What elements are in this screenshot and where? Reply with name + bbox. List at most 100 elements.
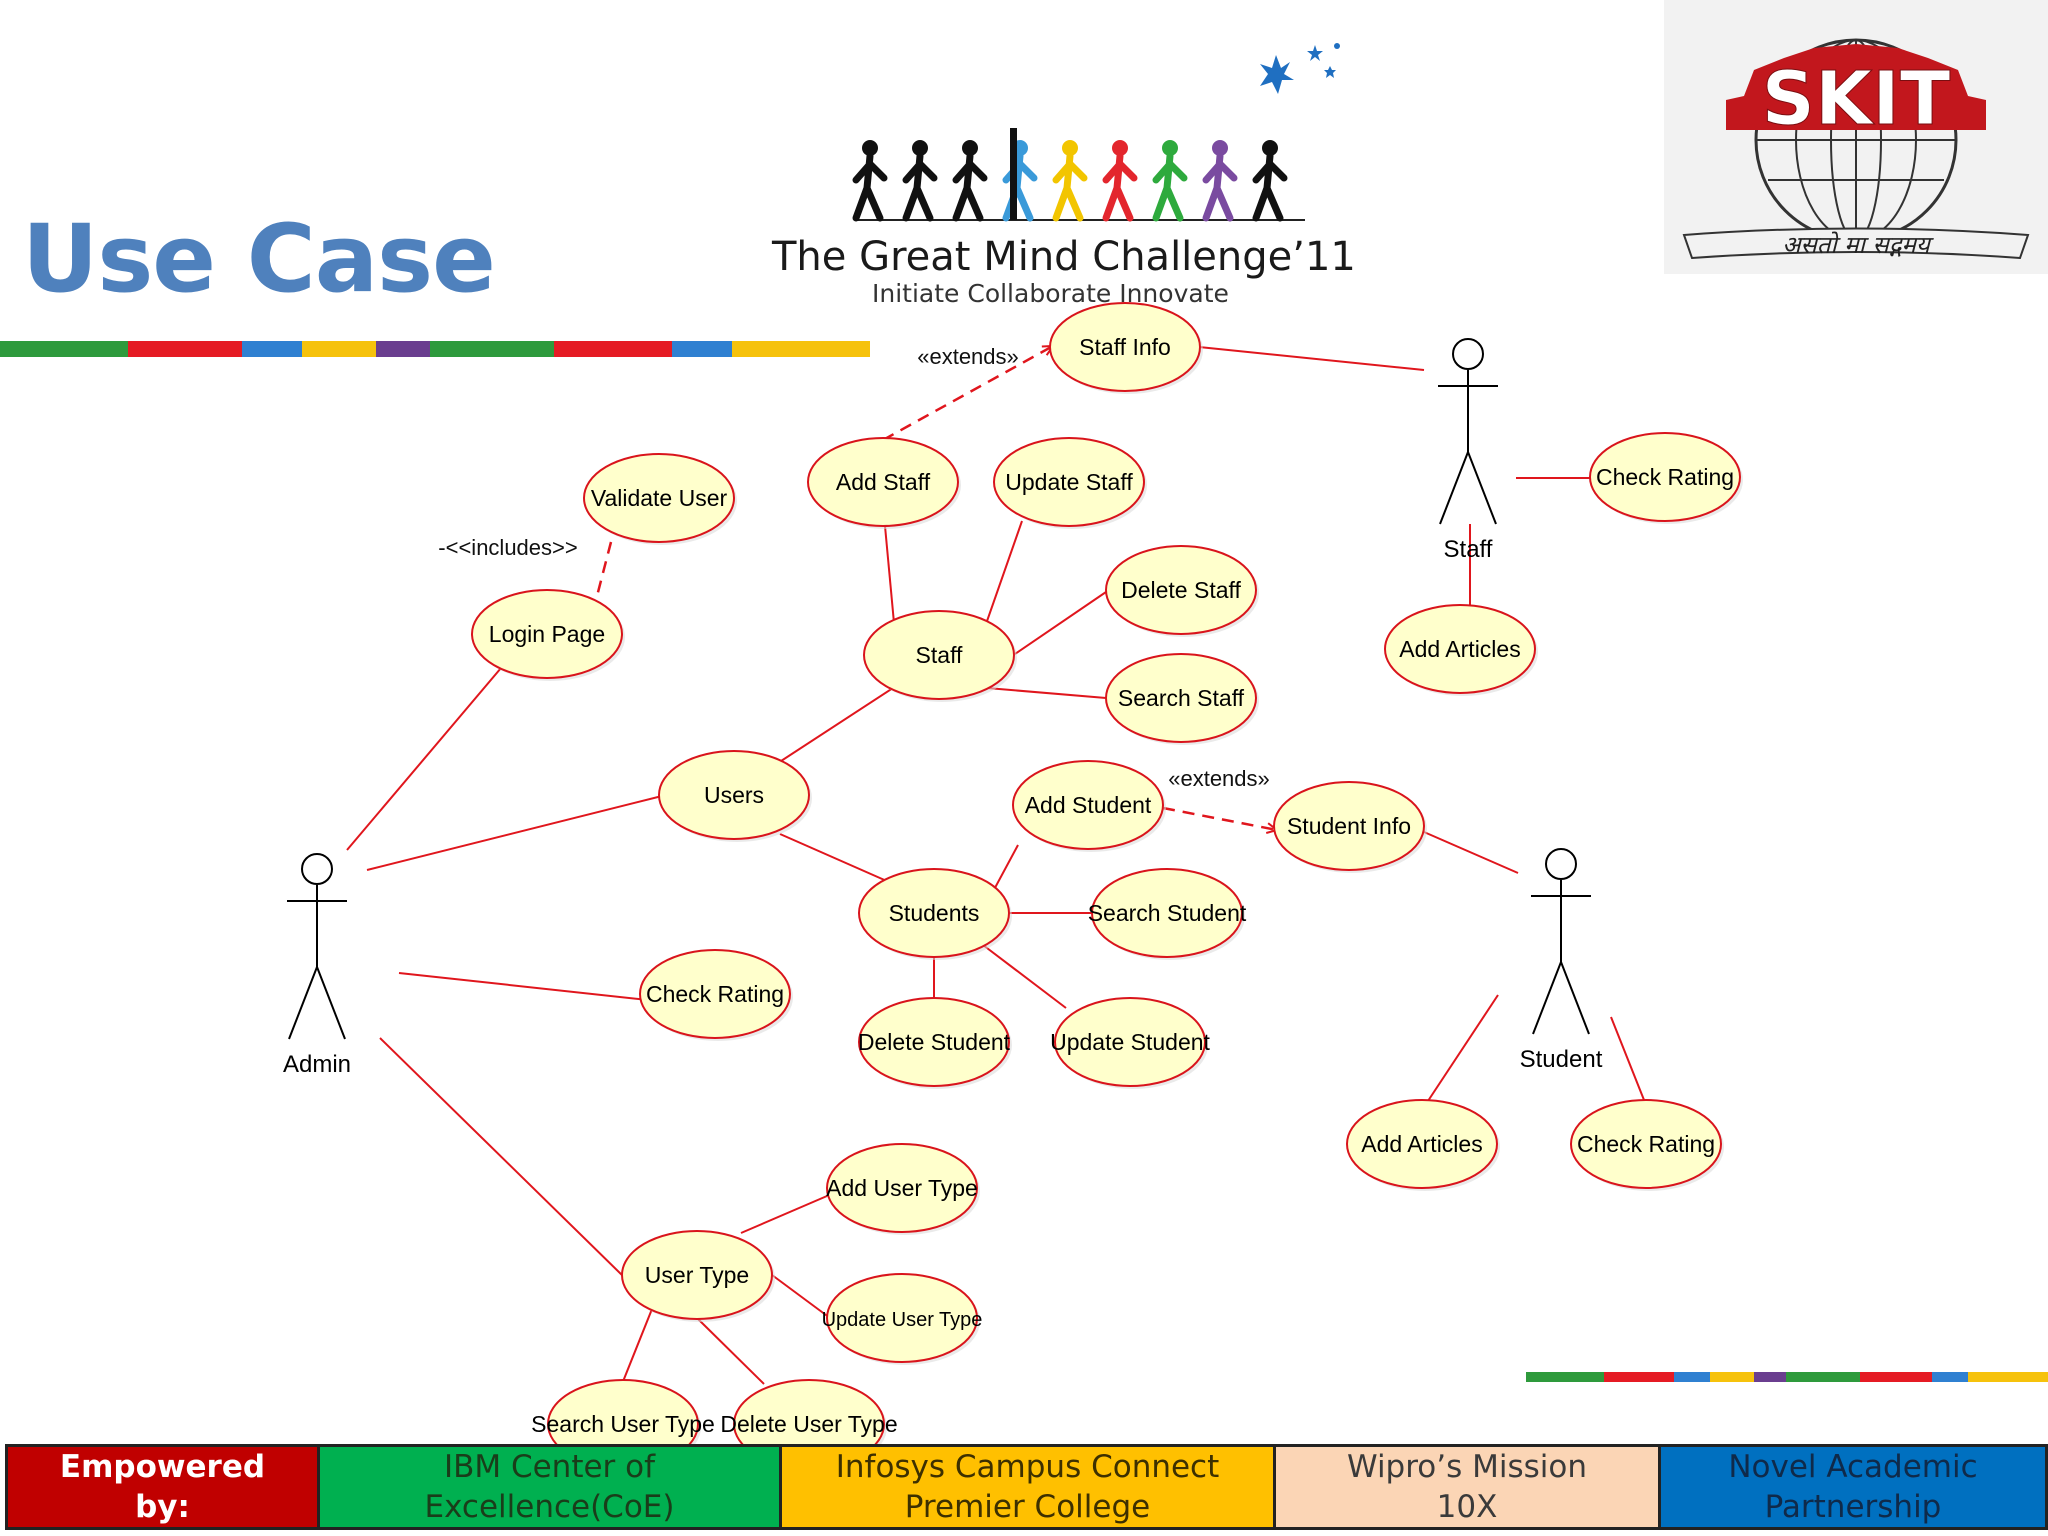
- association-line: [740, 1195, 828, 1234]
- dependency-arrow: [882, 344, 1053, 442]
- color-stripe-top: [0, 341, 870, 357]
- footer-text: Infosys Campus Connect: [835, 1448, 1220, 1485]
- use-case-delete-staff: Delete Staff: [1105, 545, 1259, 637]
- use-case-login: Login Page: [471, 589, 625, 681]
- use-case-validate: Validate User: [583, 453, 737, 545]
- use-case-check-admin: Check Rating: [639, 949, 793, 1041]
- use-case-label: Validate User: [591, 485, 728, 511]
- use-case-ellipse: [1105, 653, 1257, 743]
- use-case-update-staff: Update Staff: [993, 437, 1147, 529]
- use-case-ellipse: [993, 437, 1145, 527]
- stripe-segment: [732, 341, 870, 357]
- footer-text: Novel Academic: [1728, 1448, 1978, 1485]
- association-line: [771, 1274, 831, 1319]
- footer-text: Wipro’s Mission: [1346, 1448, 1588, 1485]
- use-case-label: Student Info: [1287, 813, 1411, 839]
- association-line: [346, 667, 502, 851]
- use-case-label: Staff Info: [1079, 334, 1171, 360]
- actor-label: Admin: [283, 1051, 351, 1078]
- star-icon: [1260, 55, 1294, 94]
- dependency-arrow: [594, 541, 613, 601]
- association-line: [986, 687, 1107, 699]
- use-case-ellipse: [1384, 604, 1536, 694]
- footer-text: Partnership: [1764, 1489, 1942, 1525]
- association-line: [884, 525, 895, 624]
- use-case-label: Login Page: [489, 621, 605, 647]
- stripe-segment: [1860, 1372, 1932, 1382]
- association-line: [1198, 346, 1425, 371]
- use-case-ellipse: [863, 610, 1015, 700]
- use-case-label: Users: [704, 782, 764, 808]
- use-case-label: Delete Staff: [1121, 577, 1241, 603]
- use-case-label: Delete Student: [858, 1029, 1011, 1055]
- footer-text: Excellence(CoE): [424, 1489, 675, 1525]
- stripe-segment: [554, 341, 672, 357]
- use-case-stu-check: Check Rating: [1570, 1099, 1724, 1191]
- use-case-search-staff: Search Staff: [1105, 653, 1259, 745]
- footer-text: 10X: [1436, 1489, 1498, 1525]
- skit-logo: SKIT असतो मा सद्गमय: [1664, 0, 2048, 274]
- stripe-segment: [128, 341, 242, 357]
- footer-text: IBM Center of: [443, 1448, 656, 1485]
- actor-student-actor: Student: [1520, 848, 1603, 1073]
- use-case-ellipse: [1105, 545, 1257, 635]
- stripe-segment: [1526, 1372, 1604, 1382]
- use-case-ellipse: [1091, 868, 1243, 958]
- skit-motto: असतो मा सद्गमय: [1782, 231, 1934, 259]
- stripe-segment: [302, 341, 376, 357]
- footer-cell: IBM Center of Excellence(CoE): [317, 1444, 779, 1530]
- association-line: [1423, 994, 1499, 1108]
- use-case-staff: Staff: [863, 610, 1017, 702]
- use-case-ellipse: [1589, 432, 1741, 522]
- actor-label: Student: [1520, 1046, 1603, 1073]
- use-case-label: Add Staff: [836, 469, 931, 495]
- use-case-stu-articles: Add Articles: [1346, 1099, 1500, 1191]
- logo-name: The Great Mind Challenge’11: [771, 234, 1356, 280]
- association-line: [1014, 591, 1107, 655]
- association-line: [1610, 1016, 1647, 1106]
- use-case-add-student: Add Student: [1012, 760, 1166, 852]
- use-case-label: Update Student: [1050, 1029, 1210, 1055]
- use-case-label: Check Rating: [1596, 464, 1734, 490]
- use-case-label: Update User Type: [822, 1309, 983, 1331]
- use-case-label: Staff: [916, 642, 963, 668]
- stripe-segment: [430, 341, 554, 357]
- logo-tagline: Initiate Collaborate Innovate: [872, 279, 1229, 308]
- stripe-segment: [1932, 1372, 1968, 1382]
- gear-icon: [1726, 44, 1986, 130]
- use-case-ellipse: [639, 949, 791, 1039]
- skit-name: SKIT: [1762, 56, 1951, 142]
- stripe-segment: [1710, 1372, 1754, 1382]
- stripe-segment: [1754, 1372, 1786, 1382]
- use-case-ellipse: [826, 1143, 978, 1233]
- association-line: [366, 795, 663, 871]
- association-line: [621, 1308, 653, 1385]
- footer-cell: Wipro’s Mission 10X: [1273, 1444, 1658, 1530]
- use-case-label: Check Rating: [646, 981, 784, 1007]
- use-case-ellipse: [858, 997, 1010, 1087]
- use-case-students: Students: [858, 868, 1012, 960]
- use-case-staff-check: Check Rating: [1589, 432, 1743, 524]
- association-line: [779, 833, 890, 883]
- use-case-ellipse: [621, 1230, 773, 1320]
- stripe-segment: [1786, 1372, 1860, 1382]
- use-case-staff-articles: Add Articles: [1384, 604, 1538, 696]
- association-line: [379, 1037, 626, 1279]
- use-case-label: Search Staff: [1118, 685, 1245, 711]
- use-case-label: Add Articles: [1361, 1131, 1482, 1157]
- use-case-ellipse: [1346, 1099, 1498, 1189]
- stripe-segment: [1674, 1372, 1710, 1382]
- use-case-label: Add Student: [1025, 792, 1152, 818]
- use-case-label: Add Articles: [1399, 636, 1520, 662]
- color-stripe-bottom: [1526, 1372, 2048, 1382]
- dependency-arrow: [1162, 806, 1277, 830]
- stripe-segment: [376, 341, 430, 357]
- use-case-label: User Type: [645, 1262, 749, 1288]
- stripe-segment: [242, 341, 302, 357]
- association-line: [696, 1317, 765, 1385]
- use-case-ellipse: [1054, 997, 1206, 1087]
- actor-label: Staff: [1444, 536, 1493, 563]
- association-line: [398, 972, 649, 1001]
